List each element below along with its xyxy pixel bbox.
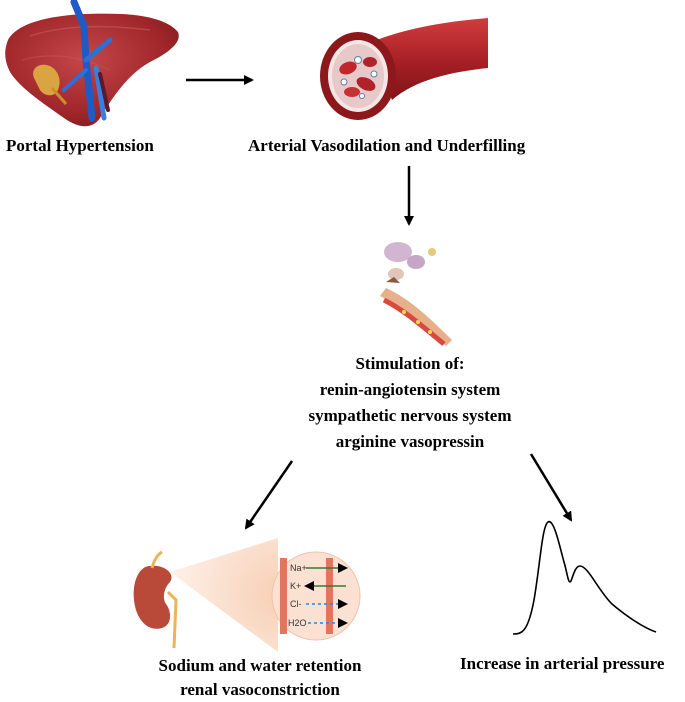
arterial-pressure-waveform: [512, 521, 657, 635]
arrow-stimulation-to-retention: [244, 460, 294, 530]
neurohormonal-illustration: [372, 232, 454, 348]
stimulation-item-raas: renin-angiotensin system: [319, 380, 501, 399]
node-arterial-vasodilation: Arterial Vasodilation and Underfilling: [248, 136, 526, 155]
node-portal-hypertension: Portal Hypertension: [6, 136, 154, 155]
ion-label-k: K+: [290, 581, 301, 591]
retention-line-1: Sodium and water retention: [158, 656, 362, 675]
stimulation-item-sns: sympathetic nervous system: [308, 406, 512, 425]
ion-transport-panel: Na+ K+ Cl- H2O: [288, 563, 348, 628]
node-sodium-water-retention: Sodium and water retention renal vasocon…: [110, 654, 410, 702]
stimulation-item-avp: arginine vasopressin: [335, 432, 485, 451]
ion-label-h2o: H2O: [288, 618, 307, 628]
ion-label-na: Na+: [290, 563, 307, 573]
retention-line-2: renal vasoconstriction: [180, 680, 340, 699]
kidney-illustration: [133, 538, 361, 652]
ion-label-cl: Cl-: [290, 599, 302, 609]
stimulation-title: Stimulation of:: [355, 354, 465, 373]
blood-vessel-illustration: [320, 18, 488, 120]
node-arterial-pressure: Increase in arterial pressure: [460, 654, 665, 673]
node-stimulation: Stimulation of: renin-angiotensin system…: [250, 351, 570, 455]
liver-illustration: [5, 0, 179, 127]
arrow-stimulation-to-pressure: [529, 453, 573, 522]
